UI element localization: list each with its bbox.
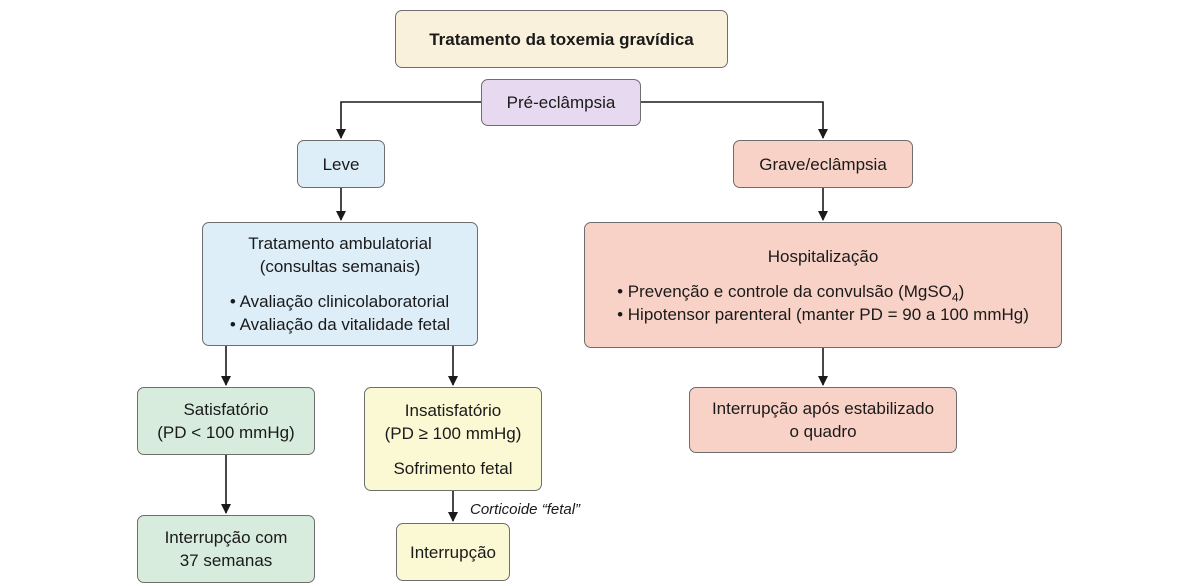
interruption-37-line2: 37 semanas [179, 551, 273, 570]
hospitalization-bullet-2: • Hipotensor parenteral (manter PD = 90 … [617, 304, 1029, 324]
satisfactory-line2: (PD < 100 mmHg) [157, 423, 295, 442]
severe-outcome-line1: Interrupção após estabilizado [711, 399, 935, 418]
outpatient-line1: Tratamento ambulatorial [248, 234, 432, 253]
outpatient-bullet-2: • Avaliação da vitalidade fetal [229, 315, 451, 334]
satisfactory-node: Satisfatório (PD < 100 mmHg) [137, 387, 315, 455]
severe-outcome-node: Interrupção após estabilizado o quadro [689, 387, 957, 453]
diagram-title-text: Tratamento da toxemia gravídica [429, 29, 694, 49]
diagram-title: Tratamento da toxemia gravídica [395, 10, 728, 68]
hospitalization-heading: Hospitalização [767, 246, 879, 266]
corticoid-note: Corticoide “fetal” [470, 501, 581, 518]
severe-label: Grave/eclâmpsia [759, 154, 887, 174]
interruption-37-line1: Interrupção com [164, 528, 288, 547]
interruption-label: Interrupção [410, 542, 496, 562]
outpatient-treatment-node: Tratamento ambulatorial (consultas seman… [202, 222, 478, 346]
severe-outcome-line2: o quadro [789, 422, 857, 441]
unsatisfactory-node: Insatisfatório (PD ≥ 100 mmHg) Sofriment… [364, 387, 542, 491]
hospitalization-node: Hospitalização • Prevenção e controle da… [584, 222, 1062, 348]
interruption-node: Interrupção [396, 523, 510, 581]
satisfactory-line1: Satisfatório [183, 400, 269, 419]
outpatient-bullet-1: • Avaliação clinicolaboratorial [229, 292, 450, 311]
mild-label: Leve [322, 154, 360, 174]
mild-node: Leve [297, 140, 385, 188]
hospitalization-bullet-1: • Prevenção e controle da convulsão (MgS… [617, 281, 965, 304]
interruption-37-weeks-node: Interrupção com 37 semanas [137, 515, 315, 583]
pre-eclampsia-label: Pré-eclâmpsia [506, 93, 616, 112]
arrow-root-to-severe [641, 101, 828, 139]
unsatisfactory-line2: (PD ≥ 100 mmHg) [384, 423, 522, 443]
severe-node: Grave/eclâmpsia [733, 140, 913, 188]
fetal-distress-label: Sofrimento fetal [393, 458, 513, 478]
outpatient-line2: (consultas semanais) [259, 257, 421, 276]
unsatisfactory-line1: Insatisfatório [404, 400, 502, 420]
pre-eclampsia-node: Pré-eclâmpsia [481, 79, 641, 126]
arrow-root-to-mild [336, 101, 481, 139]
